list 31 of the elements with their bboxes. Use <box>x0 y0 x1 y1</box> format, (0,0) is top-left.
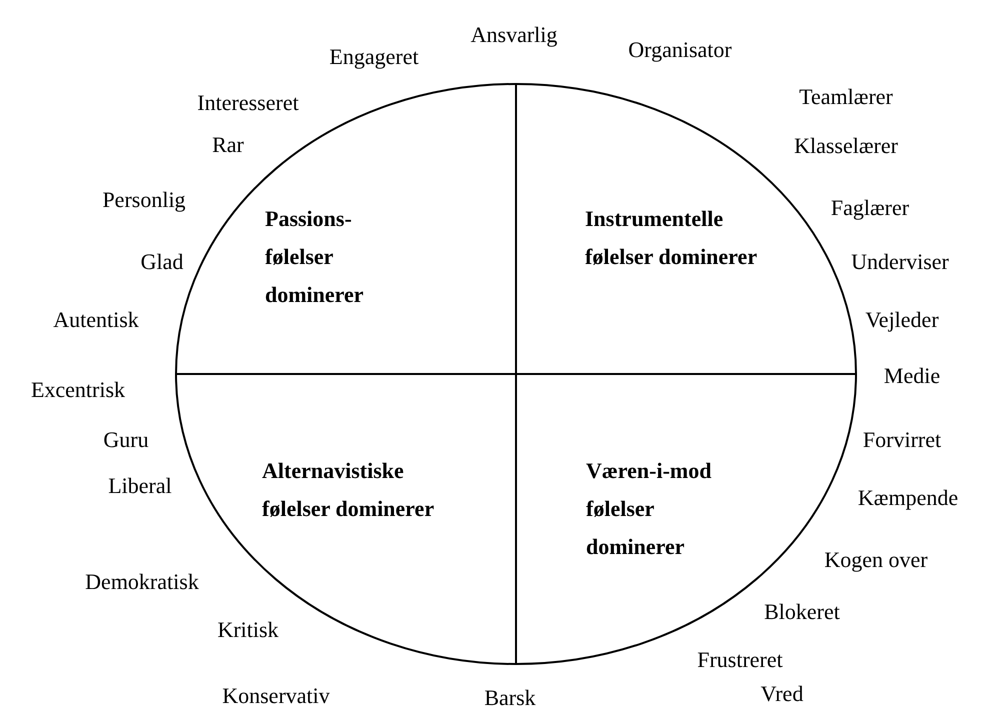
emotion-word: Kæmpende <box>858 487 958 509</box>
emotion-word: Blokeret <box>764 601 840 623</box>
emotion-word: Guru <box>103 429 149 451</box>
emotion-word: Underviser <box>851 251 949 273</box>
emotion-word: Liberal <box>108 475 172 497</box>
quadrant-label: Alternavistiske følelser dominerer <box>262 457 436 523</box>
emotion-word: Barsk <box>484 687 536 709</box>
emotion-word: Rar <box>212 134 244 156</box>
quadrant-label: Instrumentelle følelser dominerer <box>585 205 758 271</box>
emotion-word: Frustreret <box>697 649 783 671</box>
emotion-word: Organisator <box>628 39 732 61</box>
emotion-word: Klasselærer <box>794 135 898 157</box>
emotion-word: Kogen over <box>824 549 928 571</box>
emotion-word: Vred <box>760 683 804 705</box>
emotion-word: Excentrisk <box>30 379 126 401</box>
emotion-word: Autentisk <box>53 309 139 331</box>
emotion-word: Teamlærer <box>799 86 893 108</box>
emotion-word: Faglærer <box>830 197 910 219</box>
emotion-word: Kritisk <box>217 619 279 641</box>
emotion-word: Demokratisk <box>85 571 199 593</box>
emotion-word: Konservativ <box>222 685 330 707</box>
emotion-word: Engageret <box>329 46 419 68</box>
emotion-word: Ansvarlig <box>470 24 558 46</box>
emotion-word: Medie <box>884 365 940 387</box>
emotion-word: Personlig <box>102 189 186 211</box>
emotion-word: Forvirret <box>862 429 942 451</box>
emotion-word: Vejleder <box>865 309 939 331</box>
emotion-word: Interesseret <box>197 92 299 114</box>
emotion-word: Glad <box>140 251 184 273</box>
quadrant-label: Passions- følelser dominerer <box>265 205 365 309</box>
quadrant-label: Væren-i-mod følelser dominerer <box>586 457 712 561</box>
